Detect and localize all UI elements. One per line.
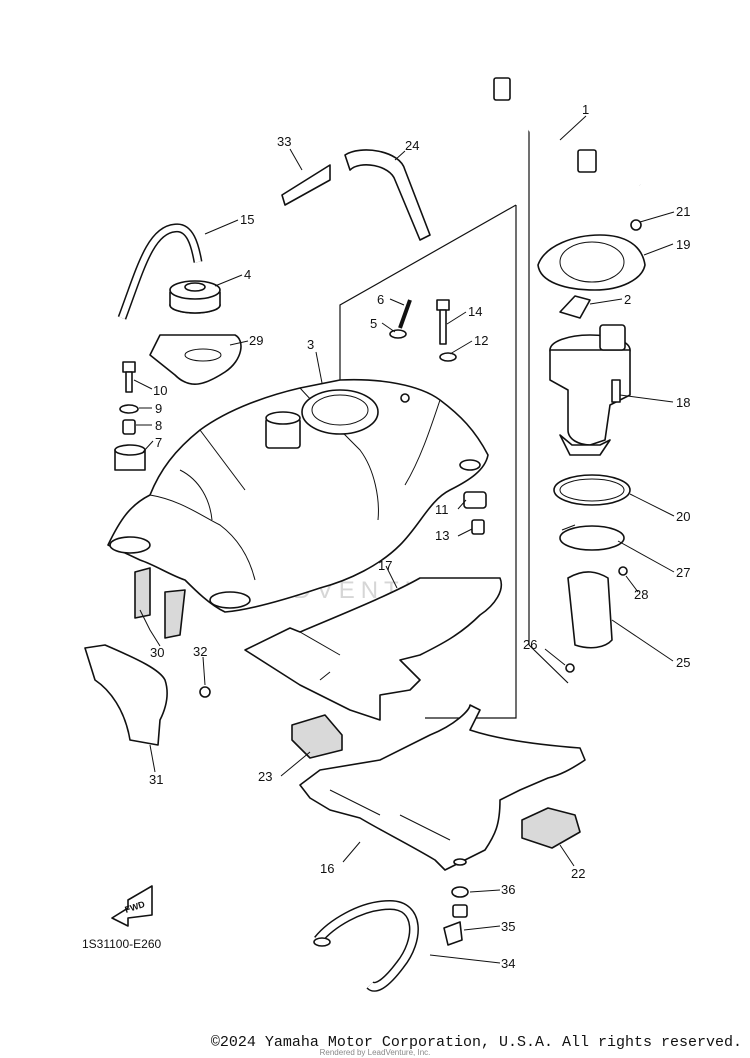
part-relay-23: [291, 714, 343, 759]
callout-11: 11: [435, 502, 449, 517]
assembly-frame: [339, 128, 569, 719]
callout-9: 9: [155, 401, 162, 416]
part-drain-assembly: [313, 886, 469, 992]
diagram-code: 1S31100-E260: [82, 937, 162, 951]
callout-18: 18: [676, 395, 690, 410]
callout-6: 6: [377, 292, 384, 307]
callout-labels: 1 2 3 4 5 6 7 8 9 10 11 12 13 14 15 16 1…: [149, 102, 690, 971]
part-o-ring: [553, 474, 631, 506]
callout-26: 26: [523, 637, 537, 652]
callout-32: 32: [193, 644, 207, 659]
part-fuel-cap: [169, 280, 221, 314]
callout-7: 7: [155, 435, 162, 450]
part-bolt-12-14: [436, 299, 457, 362]
callout-20: 20: [676, 509, 690, 524]
part-insulator-17: [244, 577, 502, 721]
callout-10: 10: [153, 383, 167, 398]
part-fuel-hose: [493, 77, 642, 216]
callout-4: 4: [244, 267, 251, 282]
callout-17: 17: [378, 558, 392, 573]
callout-15: 15: [240, 212, 254, 227]
callout-23: 23: [258, 769, 272, 784]
part-cap-plate: [149, 334, 242, 385]
part-screw-5-6: [389, 299, 412, 339]
leader-lines: [133, 115, 675, 964]
callout-3: 3: [307, 337, 314, 352]
part-fuel-tank: [107, 378, 489, 613]
part-filter-cover: [565, 566, 628, 673]
callout-36: 36: [501, 882, 515, 897]
callout-29: 29: [249, 333, 263, 348]
part-tank-pads: [134, 567, 186, 639]
part-connector-22: [521, 807, 581, 849]
rendered-by-credit: Rendered by LeadVenture, Inc.: [319, 1048, 431, 1057]
callout-22: 22: [571, 866, 585, 881]
callout-1: 1: [582, 102, 589, 117]
callout-35: 35: [501, 919, 515, 934]
callout-12: 12: [474, 333, 488, 348]
callout-16: 16: [320, 861, 334, 876]
part-mount-hardware: [114, 361, 146, 471]
callout-24: 24: [405, 138, 419, 153]
callout-21: 21: [676, 204, 690, 219]
callout-13: 13: [435, 528, 449, 543]
callout-30: 30: [150, 645, 164, 660]
part-clamp: [559, 295, 591, 319]
callout-31: 31: [149, 772, 163, 787]
part-fuel-pump: [549, 324, 631, 456]
callout-34: 34: [501, 956, 515, 971]
callout-27: 27: [676, 565, 690, 580]
callout-19: 19: [676, 237, 690, 252]
callout-28: 28: [634, 587, 648, 602]
part-side-cover: [84, 644, 211, 746]
part-breather-pipe: [281, 149, 431, 241]
callout-25: 25: [676, 655, 690, 670]
fwd-arrow: FWD: [111, 885, 153, 927]
callout-2: 2: [624, 292, 631, 307]
part-clamp-band: [559, 524, 625, 551]
callout-5: 5: [370, 316, 377, 331]
callout-14: 14: [468, 304, 482, 319]
part-pump-plate: [537, 219, 646, 291]
part-grommet-11-13: [463, 491, 487, 535]
part-bracket-16: [299, 704, 586, 871]
copyright-notice: ©2024 Yamaha Motor Corporation, U.S.A. A…: [210, 1034, 742, 1051]
callout-33: 33: [277, 134, 291, 149]
callout-8: 8: [155, 418, 162, 433]
